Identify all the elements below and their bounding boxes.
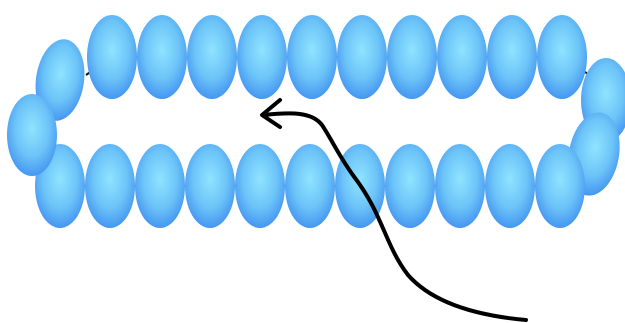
arrow-stroke (262, 111, 528, 322)
bead (535, 144, 585, 228)
curved-arrow (260, 98, 528, 322)
bead (437, 15, 487, 99)
bead (35, 39, 85, 121)
bead-end-left (7, 39, 85, 176)
arrowhead (260, 98, 282, 129)
bead (337, 15, 387, 99)
bead (237, 15, 287, 99)
bead-row-top (87, 15, 587, 99)
bead (487, 15, 537, 99)
bead (137, 15, 187, 99)
bead (185, 144, 235, 228)
bead-row-bottom (35, 144, 585, 228)
bead (85, 144, 135, 228)
bead (7, 94, 57, 176)
bead (485, 144, 535, 228)
bead (385, 144, 435, 228)
bead (235, 144, 285, 228)
bead (435, 144, 485, 228)
bead (537, 15, 587, 99)
bead (387, 15, 437, 99)
bead (87, 15, 137, 99)
bead (285, 144, 335, 228)
bead (187, 15, 237, 99)
bead (135, 144, 185, 228)
bead (287, 15, 337, 99)
